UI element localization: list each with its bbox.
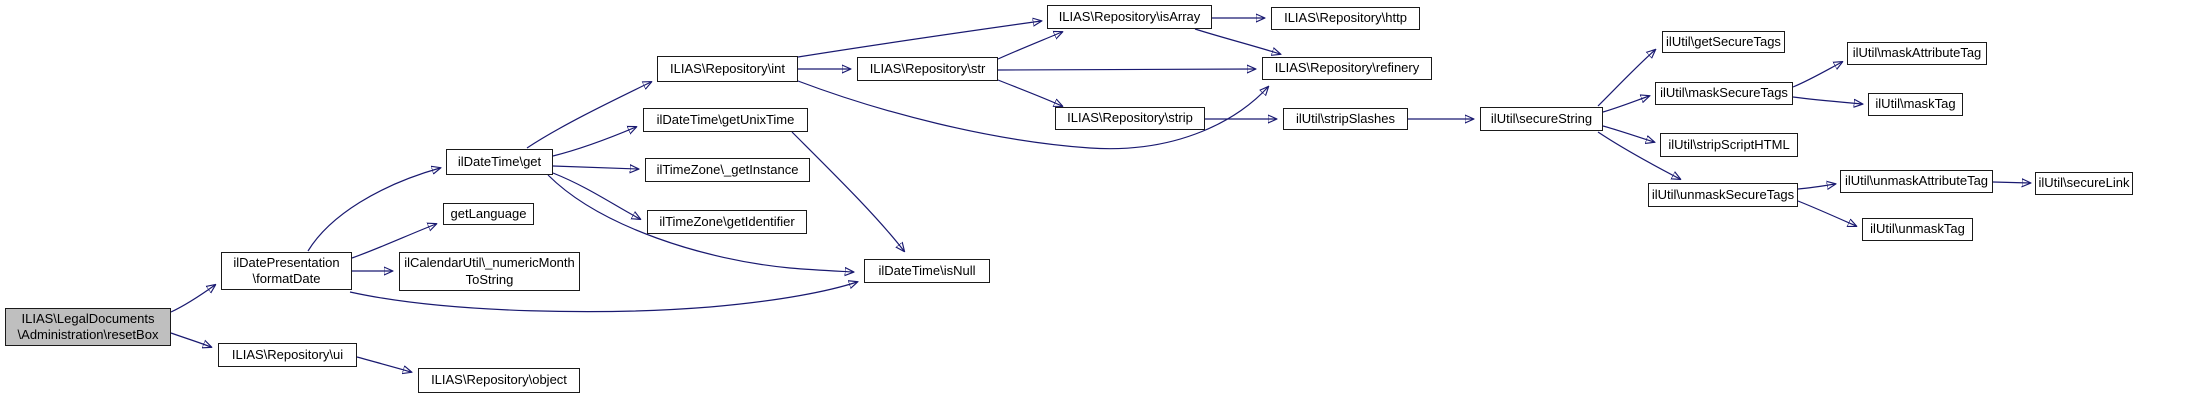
node-datetime-get[interactable]: ilDateTime\get	[446, 149, 553, 175]
node-label: ILIAS\Repository\refinery	[1274, 60, 1420, 76]
edge-dateTimeGet-isNull	[547, 174, 853, 272]
node-label: ilCalendarUtil\_numericMonth	[404, 255, 575, 270]
edge-dateTimeGet-getUnixTime	[552, 127, 636, 157]
node-label: ilDateTime\isNull	[878, 262, 976, 278]
edge-unmaskAttributeTag-secureLink	[1992, 182, 2030, 183]
node-ilutil-unmaskattributetag[interactable]: ilUtil\unmaskAttributeTag	[1840, 170, 1993, 193]
node-label: ilTimeZone\getIdentifier	[659, 213, 795, 229]
node-label: ilDatePresentation	[233, 254, 340, 270]
node-label: ilTimeZone\_getInstance	[656, 161, 799, 177]
node-repository-ui[interactable]: ILIAS\Repository\ui	[218, 343, 357, 367]
node-calendarutil-numericmonthtostring[interactable]: ilCalendarUtil\_numericMonth ToString	[399, 252, 580, 291]
edge-maskSecureTags-maskAttributeTag	[1792, 62, 1842, 88]
node-label: \Administration\resetBox	[17, 327, 159, 342]
edge-repoStr-refinery	[997, 69, 1255, 70]
node-label: ilUtil\secureString	[1490, 110, 1593, 126]
node-label: ILIAS\Repository\object	[431, 372, 567, 388]
edge-getUnixTime-isNull	[791, 131, 904, 251]
edge-dateTimeGet-repoInt	[526, 82, 651, 149]
node-label: ilDateTime\get	[457, 153, 542, 169]
edge-secureString-unmaskSecureTags	[1597, 131, 1680, 179]
node-getlanguage[interactable]: getLanguage	[443, 203, 534, 225]
node-resetbox[interactable]: ILIAS\LegalDocuments \Administration\res…	[5, 308, 171, 346]
node-ilutil-unmasktag[interactable]: ilUtil\unmaskTag	[1862, 218, 1973, 241]
node-label: \formatDate	[252, 271, 321, 286]
edge-repoStr-repoStrip	[997, 79, 1062, 106]
node-label: ilUtil\maskAttributeTag	[1852, 45, 1982, 61]
node-ilutil-securestring[interactable]: ilUtil\secureString	[1480, 107, 1603, 131]
node-label: ilDateTime\getUnixTime	[656, 111, 795, 127]
node-label: ILIAS\Repository\http	[1284, 10, 1407, 26]
edge-unmaskSecureTags-unmaskAttributeTag	[1797, 184, 1835, 189]
edge-dateTimeGet-getIdentifier	[552, 172, 640, 219]
node-label: ilUtil\maskSecureTags	[1660, 85, 1788, 101]
node-ilutil-securelink[interactable]: ilUtil\secureLink	[2035, 172, 2133, 195]
node-timezone-getidentifier[interactable]: ilTimeZone\getIdentifier	[647, 210, 807, 234]
node-repository-int[interactable]: ILIAS\Repository\int	[657, 56, 798, 82]
node-label: ILIAS\Repository\int	[670, 60, 785, 76]
node-label: ilUtil\unmaskSecureTags	[1651, 186, 1795, 202]
node-repository-strip[interactable]: ILIAS\Repository\strip	[1055, 107, 1205, 130]
node-label: ILIAS\Repository\isArray	[1058, 8, 1201, 24]
node-repository-str[interactable]: ILIAS\Repository\str	[857, 57, 998, 81]
edge-unmaskSecureTags-unmaskTag	[1797, 200, 1856, 226]
edge-secureString-getSecureTags	[1597, 50, 1655, 107]
edge-repoInt-isArray	[797, 21, 1041, 58]
edge-isArray-refinery	[1194, 28, 1280, 54]
node-repository-http[interactable]: ILIAS\Repository\http	[1271, 7, 1420, 30]
node-label: ilUtil\maskTag	[1875, 96, 1956, 112]
node-ilutil-stripscripthtml[interactable]: ilUtil\stripScriptHTML	[1660, 133, 1798, 157]
node-ilutil-stripslashes[interactable]: ilUtil\stripSlashes	[1283, 108, 1408, 130]
node-label: ILIAS\Repository\str	[869, 60, 986, 76]
node-formatdate[interactable]: ilDatePresentation \formatDate	[221, 252, 352, 290]
node-label: getLanguage	[450, 205, 527, 221]
node-label: ilUtil\stripSlashes	[1296, 110, 1395, 126]
node-repository-object[interactable]: ILIAS\Repository\object	[418, 368, 580, 393]
edge-secureString-maskSecureTags	[1602, 96, 1649, 113]
edge-formatDate-isNull	[349, 282, 857, 313]
edge-dateTimeGet-getInstance	[552, 166, 638, 169]
node-label: ToString	[465, 271, 514, 287]
edge-resetBox-repoUi	[170, 332, 211, 347]
edge-repoStr-isArray	[997, 32, 1062, 60]
edge-repoUi-repoObject	[356, 356, 411, 372]
node-datetime-getunixtime[interactable]: ilDateTime\getUnixTime	[643, 108, 808, 132]
node-ilutil-masktag[interactable]: ilUtil\maskTag	[1868, 93, 1963, 116]
node-repository-refinery[interactable]: ILIAS\Repository\refinery	[1262, 57, 1432, 80]
node-datetime-isnull[interactable]: ilDateTime\isNull	[864, 259, 990, 283]
edge-secureString-stripScriptHTML	[1602, 125, 1654, 142]
node-ilutil-getsecuretags[interactable]: ilUtil\getSecureTags	[1662, 31, 1785, 53]
node-ilutil-masksecuretags[interactable]: ilUtil\maskSecureTags	[1655, 82, 1793, 105]
node-label: ilUtil\unmaskTag	[1870, 221, 1965, 237]
edge-formatDate-dateTimeGet	[307, 168, 440, 252]
node-label: ilUtil\getSecureTags	[1666, 33, 1781, 49]
node-label: ILIAS\Repository\ui	[231, 346, 344, 362]
node-label: ILIAS\Repository\strip	[1067, 110, 1193, 126]
node-repository-isarray[interactable]: ILIAS\Repository\isArray	[1047, 5, 1212, 29]
node-label: ilUtil\secureLink	[2038, 175, 2130, 191]
node-label: ILIAS\LegalDocuments	[21, 310, 155, 326]
edge-resetBox-formatDate	[170, 285, 215, 313]
node-label: ilUtil\unmaskAttributeTag	[1844, 173, 1989, 189]
node-ilutil-unmasksecuretags[interactable]: ilUtil\unmaskSecureTags	[1648, 183, 1798, 207]
node-timezone-getinstance[interactable]: ilTimeZone\_getInstance	[645, 158, 810, 182]
node-ilutil-maskattributetag[interactable]: ilUtil\maskAttributeTag	[1847, 42, 1987, 65]
node-label: ilUtil\stripScriptHTML	[1668, 136, 1790, 152]
edge-formatDate-getLanguage	[351, 224, 436, 259]
edge-maskSecureTags-maskTag	[1792, 96, 1862, 104]
